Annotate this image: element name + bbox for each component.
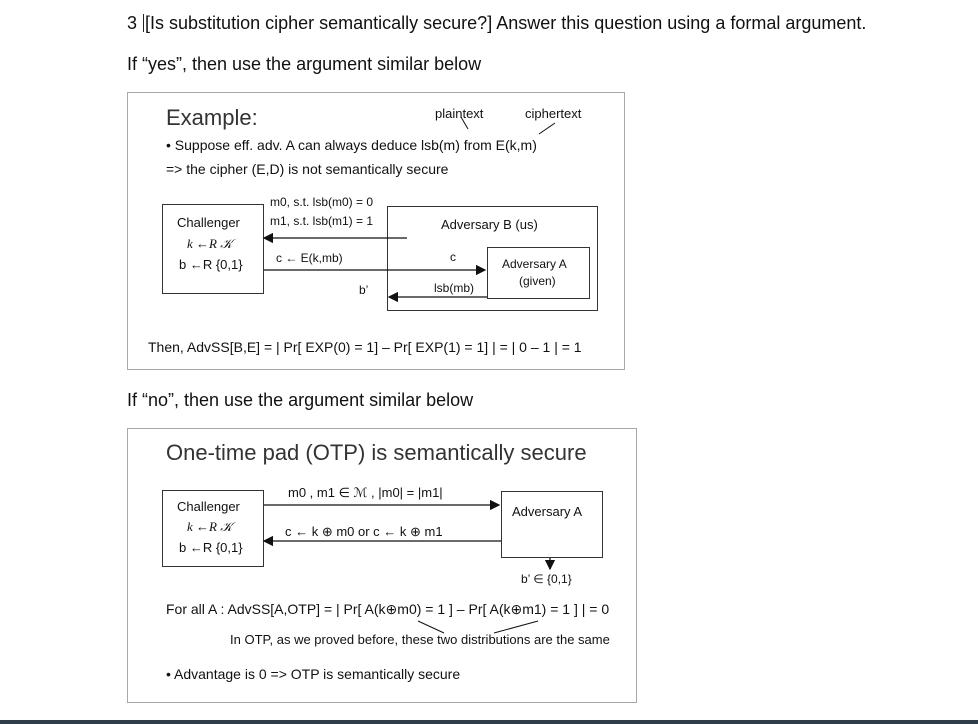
challenger-box-2: Challenger k ←R 𝒦 b ←R {0,1} bbox=[162, 490, 264, 567]
slide1-arrows bbox=[262, 116, 556, 303]
otp-bullet: • Advantage is 0 => OTP is semantically … bbox=[166, 666, 461, 682]
question-line: 3 [Is substitution cipher semantically s… bbox=[127, 13, 866, 34]
question-number: 3 bbox=[127, 13, 138, 33]
otp-cipher-message: c ← k ⊕ m0 or c ← k ⊕ m1 bbox=[285, 524, 443, 539]
cipher-message: c ← E(k,mb) bbox=[276, 251, 343, 265]
challenger2-title: Challenger bbox=[177, 499, 240, 514]
bprime-label: b’ bbox=[359, 283, 369, 297]
slide1-title: Example: bbox=[166, 105, 258, 130]
slide1-implication: => the cipher (E,D) is not semantically … bbox=[166, 161, 449, 177]
slide1-bullet: • Suppose eff. adv. A can always deduce … bbox=[166, 137, 537, 153]
otp-adversary-box: Adversary A bbox=[501, 491, 603, 558]
m1-message: m1, s.t. lsb(m1) = 1 bbox=[270, 214, 374, 228]
plaintext-label: plaintext bbox=[435, 106, 484, 121]
challenger2-key: k ←R 𝒦 bbox=[187, 519, 233, 534]
yes-intro: If “yes”, then use the argument similar … bbox=[127, 54, 482, 74]
question-text: [Is substitution cipher semantically sec… bbox=[145, 13, 867, 33]
challenger2-bit: b ←R {0,1} bbox=[179, 540, 243, 555]
adversary-a-line1: Adversary A bbox=[502, 257, 567, 271]
otp-forall: For all A : AdvSS[A,OTP] = | Pr[ A(k⊕m0)… bbox=[166, 601, 610, 617]
bottom-bar bbox=[0, 720, 978, 724]
otp-adversary-label: Adversary A bbox=[512, 504, 583, 519]
slide1-result: Then, AdvSS[B,E] = | Pr[ EXP(0) = 1] – P… bbox=[148, 339, 582, 355]
otp-messages: m0 , m1 ∈ ℳ , |m0| = |m1| bbox=[288, 485, 443, 500]
adversary-a-line2: (given) bbox=[519, 274, 556, 288]
adversary-a-box: Adversary A (given) bbox=[487, 247, 590, 299]
no-intro: If “no”, then use the argument similar b… bbox=[127, 390, 474, 410]
otp-bprime: b’ ∈ {0,1} bbox=[521, 572, 572, 586]
challenger-title: Challenger bbox=[177, 215, 240, 230]
ciphertext-label: ciphertext bbox=[525, 106, 582, 121]
adversary-b-label: Adversary B (us) bbox=[441, 217, 538, 232]
slide-otp[interactable]: One-time pad (OTP) is semantically secur… bbox=[127, 428, 637, 703]
lsb-label: lsb(mb) bbox=[434, 281, 475, 295]
challenger-key: k ←R 𝒦 bbox=[187, 236, 233, 251]
slide-example[interactable]: Example: plaintext ciphertext • Suppose … bbox=[127, 92, 625, 370]
m0-message: m0, s.t. lsb(m0) = 0 bbox=[270, 195, 374, 209]
slide2-arrows bbox=[262, 499, 556, 634]
challenger-box: Challenger k ←R 𝒦 b ←R {0,1} bbox=[162, 204, 264, 294]
otp-note: In OTP, as we proved before, these two d… bbox=[230, 632, 610, 647]
challenger-bit: b ←R {0,1} bbox=[179, 257, 243, 272]
c-label: c bbox=[450, 250, 456, 264]
text-cursor bbox=[143, 14, 145, 32]
slide2-title: One-time pad (OTP) is semantically secur… bbox=[166, 440, 587, 465]
